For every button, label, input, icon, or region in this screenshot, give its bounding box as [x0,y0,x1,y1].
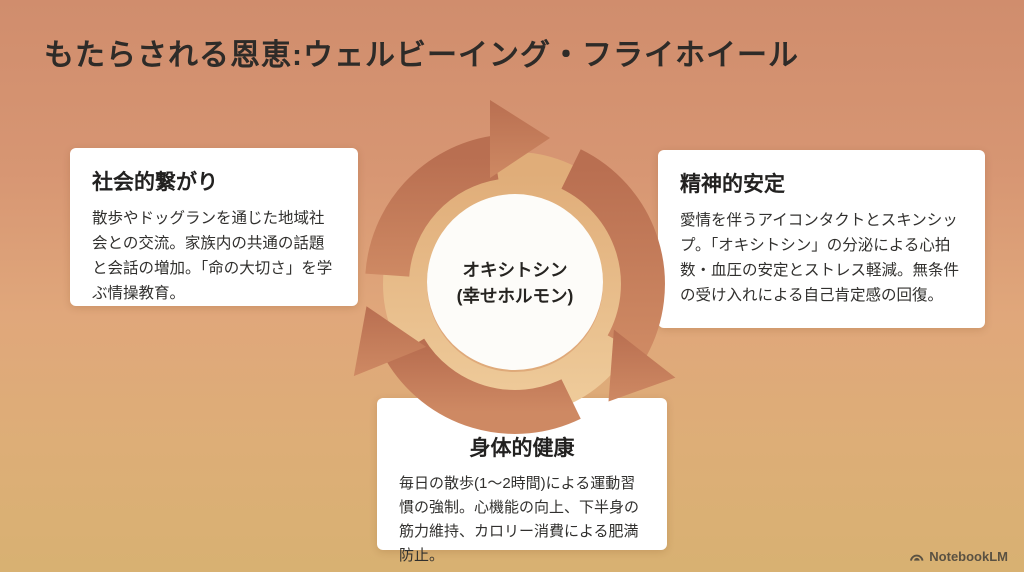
cycle-arrows-graphic [353,100,676,434]
cycle-arrows [353,100,676,434]
arrow-arc-left [386,338,581,434]
card-mental-stability: 精神的安定 愛情を伴うアイコンタクトとスキンシップ。「オキシトシン」の分泌による… [658,150,985,328]
slide-title: もたらされる恩恵:ウェルビーイング・フライホイール [44,39,799,72]
arrowhead-bottom-left-icon [353,306,427,377]
arrow-arc-top [365,135,500,278]
arrow-arc-right [560,149,665,357]
card-physical-health: 身体的健康 毎日の散歩(1〜2時間)による運動習慣の強制。心機能の向上、下半身の… [377,398,667,564]
notebooklm-logo-icon [910,554,924,561]
notebooklm-watermark: NotebookLM [909,549,1008,564]
card-physical-title: 身体的健康 [469,437,575,460]
flywheel-diagram [315,85,715,485]
card-mental-title: 精神的安定 [680,173,785,196]
arrowhead-bottom-right-icon [608,329,676,402]
center-circle [427,194,603,370]
card-social-connection: 社会的繋がり 散歩やドッグランを通じた地域社会との交流。家族内の共通の話題と会話… [70,148,358,306]
card-mental-body: 愛情を伴うアイコンタクトとスキンシップ。「オキシトシン」の分泌による心拍数・血圧… [680,212,960,304]
card-social-body: 散歩やドッグランを通じた地域社会との交流。家族内の共通の話題と会話の増加。「命の… [92,210,333,302]
card-social-title: 社会的繋がり [92,171,218,194]
watermark-label: NotebookLM [929,549,1008,564]
center-label-line2: (幸せホルモン) [456,286,574,306]
center-label-line1: オキシトシン [462,260,568,280]
flywheel-center-label: オキシトシン (幸せホルモン) [457,257,574,309]
arrowhead-top-icon [490,100,550,178]
card-physical-body: 毎日の散歩(1〜2時間)による運動習慣の強制。心機能の向上、下半身の筋力維持、カ… [399,475,640,564]
